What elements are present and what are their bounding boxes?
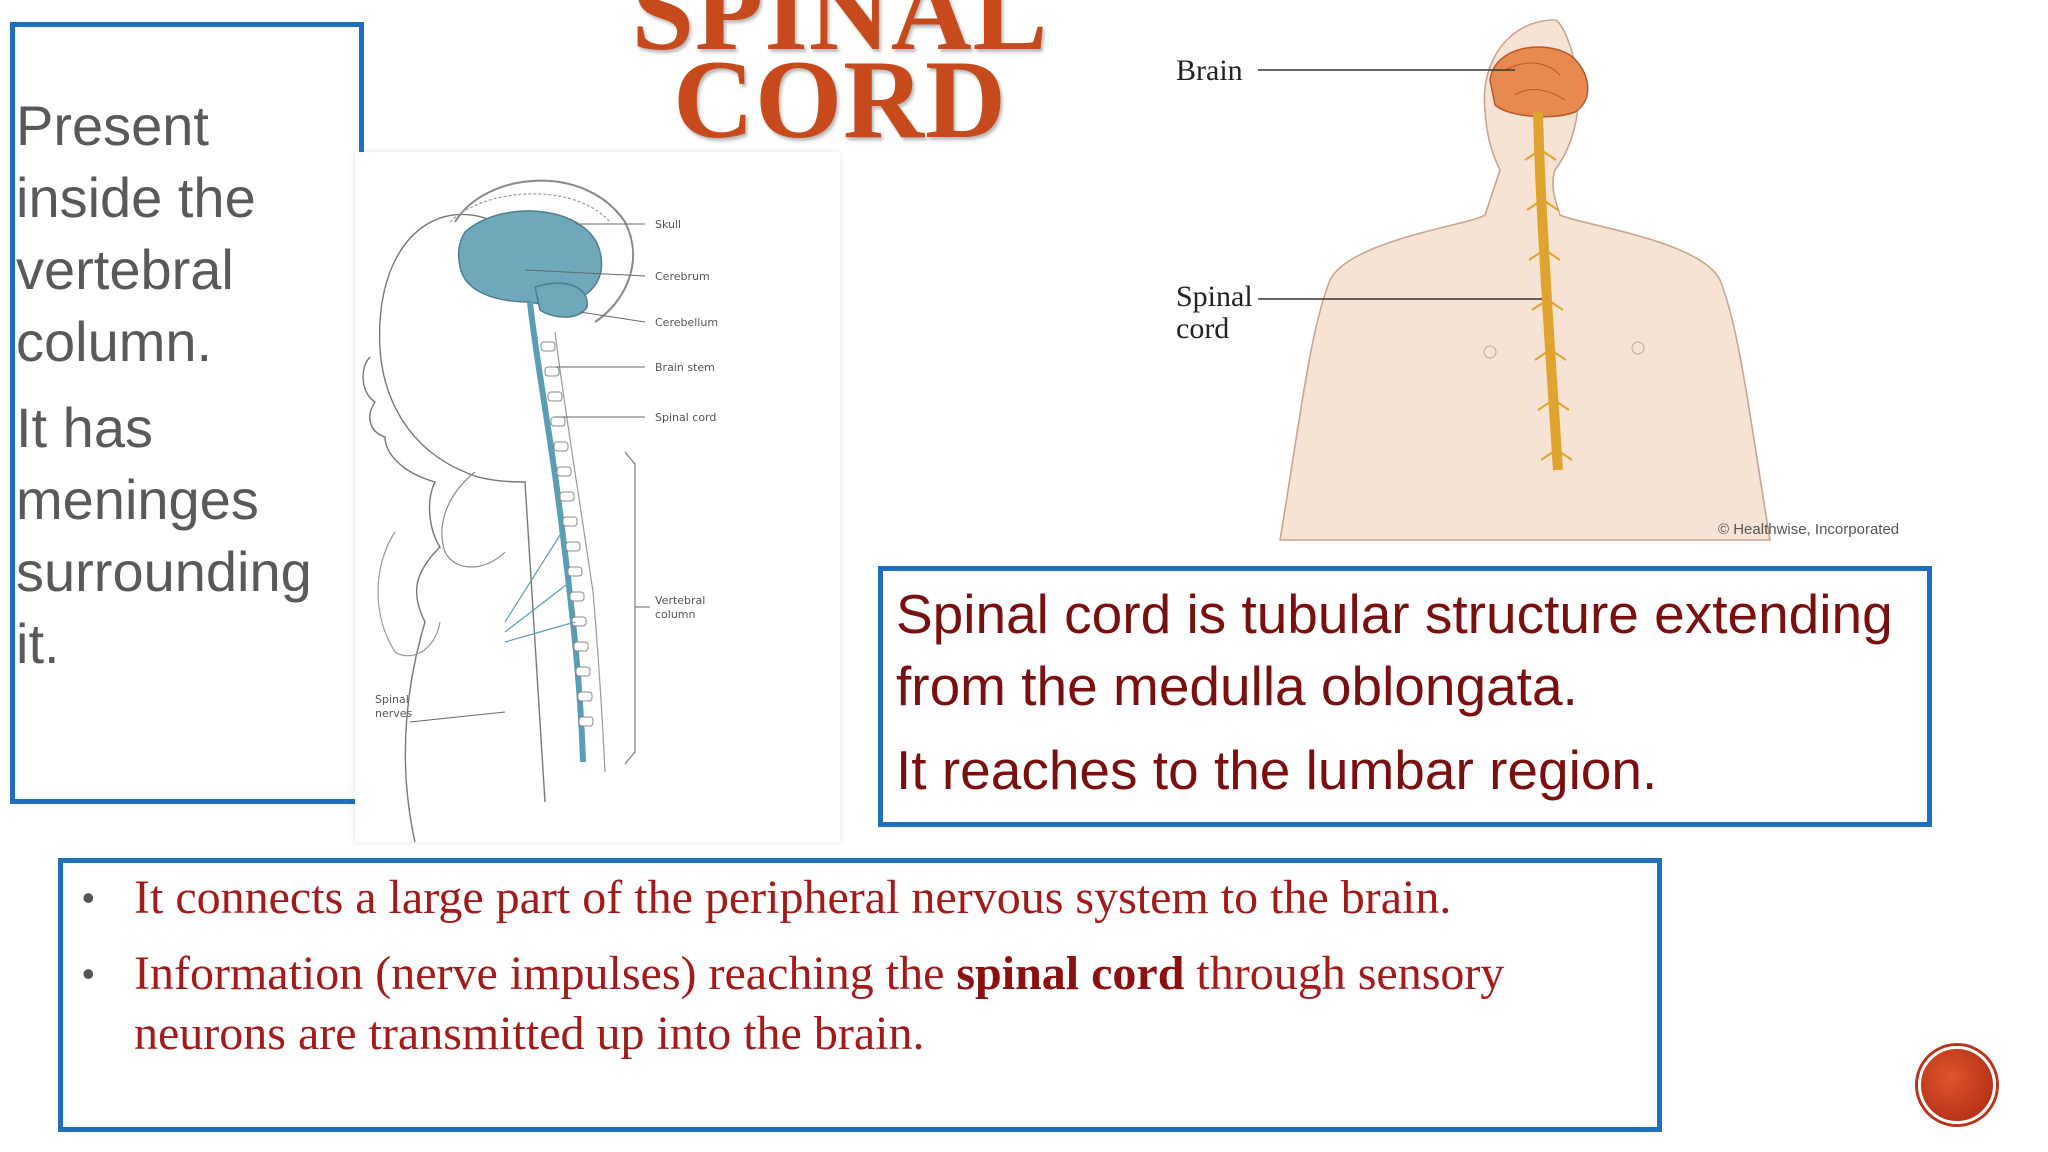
left-text: Present inside the vertebral column. It … xyxy=(16,90,346,694)
label-spinal-cord: Spinal cord xyxy=(655,411,716,424)
title-line-2: CORD xyxy=(673,38,1007,162)
bullet-2-text-after: through sensory neurons are transmitted … xyxy=(134,947,1505,1060)
bullet-2-text-before: Information (nerve impulses) reaching th… xyxy=(134,947,957,1000)
right-line-2: It reaches to the lumbar region. xyxy=(896,739,1658,801)
bottom-bullet-box xyxy=(58,858,1662,1132)
label-spinal-nerves-1: Spinal xyxy=(375,693,409,706)
left-para-2: It has meninges surrounding it. xyxy=(16,396,312,675)
left-para-1: Present inside the vertebral column. xyxy=(16,94,256,373)
bullet-item-1: • It connects a large part of the periph… xyxy=(82,868,1642,928)
label-skull: Skull xyxy=(655,218,681,231)
right-text-box xyxy=(878,566,1932,827)
label-vertebral-2: column xyxy=(655,608,696,621)
label-vertebral-1: Vertebral xyxy=(655,594,705,607)
label-spinal-2: cord xyxy=(1176,312,1229,345)
child-nervous-system-figure: Skull Cerebrum Cerebellum Brain stem Spi… xyxy=(355,152,840,843)
label-brain: Brain xyxy=(1176,54,1243,87)
bullet-dot-icon: • xyxy=(82,953,95,994)
slide-title: SPINAL CORD xyxy=(560,0,1120,162)
label-spinal-1: Spinal xyxy=(1176,280,1253,313)
bullet-2-bold-term: spinal cord xyxy=(956,947,1185,1000)
child-figure-drawing: Skull Cerebrum Cerebellum Brain stem Spi… xyxy=(362,179,718,843)
label-brain-stem: Brain stem xyxy=(655,361,715,374)
bullet-1-text: It connects a large part of the peripher… xyxy=(134,871,1452,924)
label-cerebrum: Cerebrum xyxy=(655,270,710,283)
adult-nervous-system-figure: Brain Spinal cord © Healthwise, Incorpor… xyxy=(1150,0,1950,560)
bullet-item-2: • Information (nerve impulses) reaching … xyxy=(82,944,1642,1064)
bullet-list: • It connects a large part of the periph… xyxy=(82,868,1642,1080)
bullet-dot-icon: • xyxy=(82,877,95,918)
right-text: Spinal cord is tubular structure extendi… xyxy=(896,578,1926,806)
image-credit: © Healthwise, Incorporated xyxy=(1718,521,1899,538)
adult-figure-drawing: Brain Spinal cord © Healthwise, Incorpor… xyxy=(1176,19,1899,541)
label-spinal-nerves-2: nerves xyxy=(375,707,413,720)
label-cerebellum: Cerebellum xyxy=(655,316,718,329)
right-line-1: Spinal cord is tubular structure extendi… xyxy=(896,583,1893,717)
next-slide-circle-icon[interactable] xyxy=(1918,1046,1996,1124)
